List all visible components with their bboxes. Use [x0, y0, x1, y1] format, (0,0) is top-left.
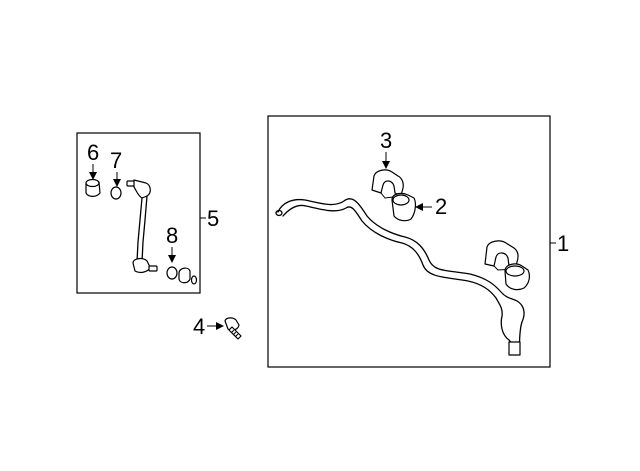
- callout-1: 1: [557, 231, 569, 256]
- bolt: [224, 317, 242, 340]
- callout-2: 2: [435, 194, 447, 219]
- callout-4: 4: [193, 314, 205, 339]
- stabilizer-link: [126, 179, 158, 273]
- stabilizer-group-box: [267, 115, 551, 368]
- callout-3: 3: [380, 128, 392, 153]
- callout-5: 5: [207, 206, 219, 231]
- callout-6: 6: [87, 140, 99, 165]
- callout-8: 8: [166, 223, 178, 248]
- callout-7: 7: [110, 148, 122, 173]
- link-nut-and-washer: [166, 266, 198, 285]
- link-bushing-cap: [85, 178, 101, 197]
- stabilizer-bar: [275, 198, 525, 356]
- link-washer: [110, 186, 122, 200]
- bushing-left: [391, 192, 417, 222]
- bushing-right: [504, 263, 530, 291]
- link-group-box: [76, 132, 201, 294]
